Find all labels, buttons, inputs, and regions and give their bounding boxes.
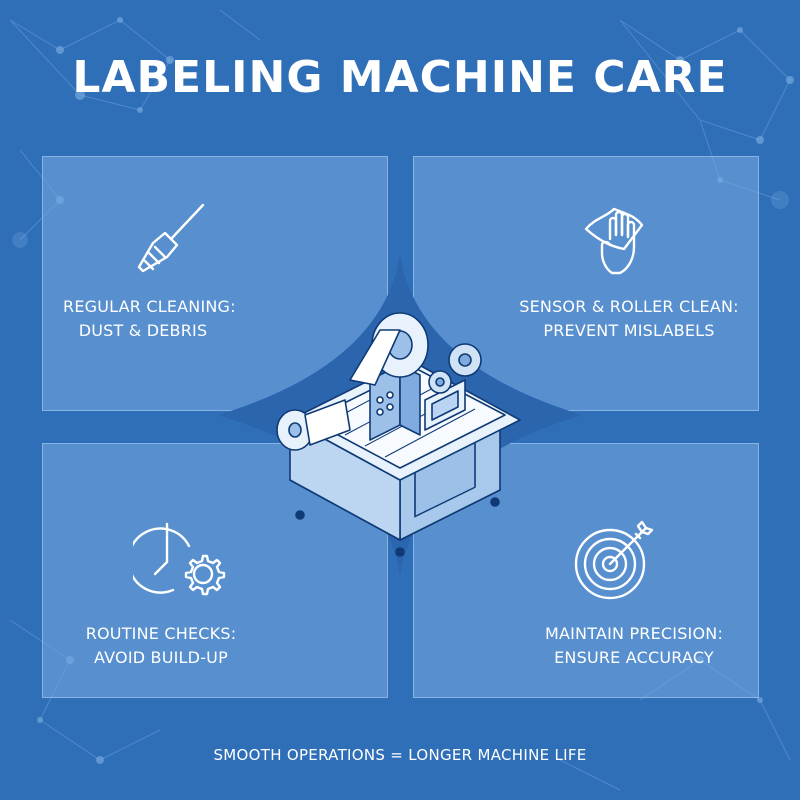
panel-caption: ROUTINE CHECKS: AVOID BUILD-UP — [61, 622, 261, 670]
panel-caption-line1: ROUTINE CHECKS: — [85, 624, 237, 643]
panel-caption-line1: MAINTAIN PRECISION: — [544, 624, 724, 643]
panel-caption-line1: SENSOR & ROLLER CLEAN: — [519, 297, 739, 316]
target-icon — [574, 520, 654, 600]
panel-caption: MAINTAIN PRECISION: ENSURE ACCURACY — [524, 622, 744, 670]
labeling-machine-icon — [276, 312, 521, 557]
panel-caption-line2: ENSURE ACCURACY — [554, 648, 714, 667]
panel-caption-line2: PREVENT MISLABELS — [543, 321, 715, 340]
panel-caption-line1: REGULAR CLEANING: — [63, 297, 236, 316]
clock-gear-icon — [133, 522, 226, 596]
panel-caption: SENSOR & ROLLER CLEAN: PREVENT MISLABELS — [514, 295, 744, 343]
page-title: LABELING MACHINE CARE — [72, 52, 728, 103]
panel-caption-line2: DUST & DEBRIS — [78, 321, 208, 340]
panel-caption: REGULAR CLEANING: DUST & DEBRIS — [63, 295, 236, 343]
panel-caption-line2: AVOID BUILD-UP — [94, 648, 228, 667]
footer-tagline: SMOOTH OPERATIONS = LONGER MACHINE LIFE — [213, 746, 587, 764]
broom-icon — [137, 203, 205, 273]
wiping-hand-icon — [584, 207, 644, 275]
